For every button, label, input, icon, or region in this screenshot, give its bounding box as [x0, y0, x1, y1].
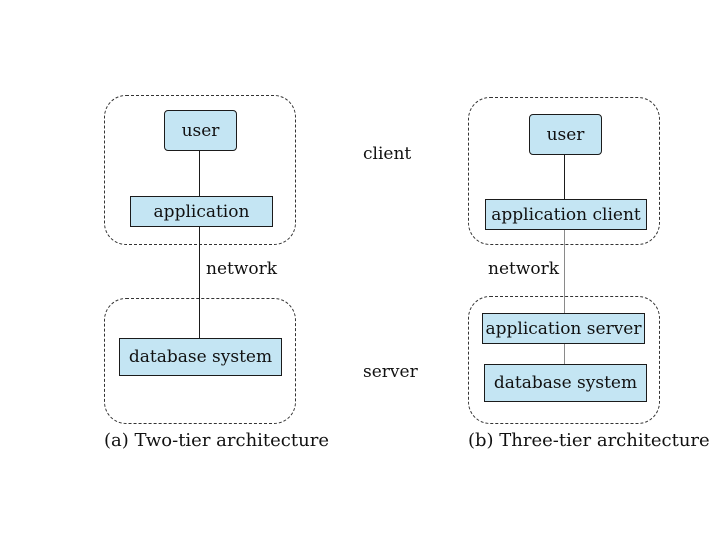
two-tier-user-label: user: [181, 120, 220, 141]
two-tier-user-box: user: [164, 110, 237, 151]
two-tier-database-box: database system: [119, 338, 282, 376]
three-tier-database-label: database system: [493, 373, 638, 393]
server-label: server: [363, 362, 418, 382]
three-tier-app-client-box: application client: [485, 199, 647, 230]
client-label: client: [363, 144, 412, 164]
three-tier-app-server-label: application server: [485, 318, 642, 339]
three-tier-caption: (b) Three-tier architecture: [468, 430, 710, 451]
three-tier-server-db-connector: [564, 344, 565, 364]
three-tier-app-server-box: application server: [482, 313, 645, 344]
two-tier-network-connector: [199, 227, 200, 338]
three-tier-app-client-label: application client: [491, 204, 641, 225]
two-tier-network-label: network: [206, 259, 278, 279]
three-tier-user-client-connector: [564, 155, 565, 199]
two-tier-caption: (a) Two-tier architecture: [104, 430, 329, 451]
two-tier-user-app-connector: [199, 151, 200, 196]
three-tier-user-box: user: [529, 114, 602, 155]
three-tier-database-box: database system: [484, 364, 647, 402]
two-tier-server-zone: [104, 298, 296, 424]
two-tier-database-label: database system: [128, 347, 273, 367]
two-tier-client-zone: [104, 95, 296, 245]
three-tier-user-label: user: [546, 124, 585, 145]
three-tier-network-connector: [564, 230, 565, 313]
three-tier-network-label: network: [488, 259, 560, 279]
two-tier-application-box: application: [130, 196, 273, 227]
two-tier-application-label: application: [153, 201, 250, 222]
